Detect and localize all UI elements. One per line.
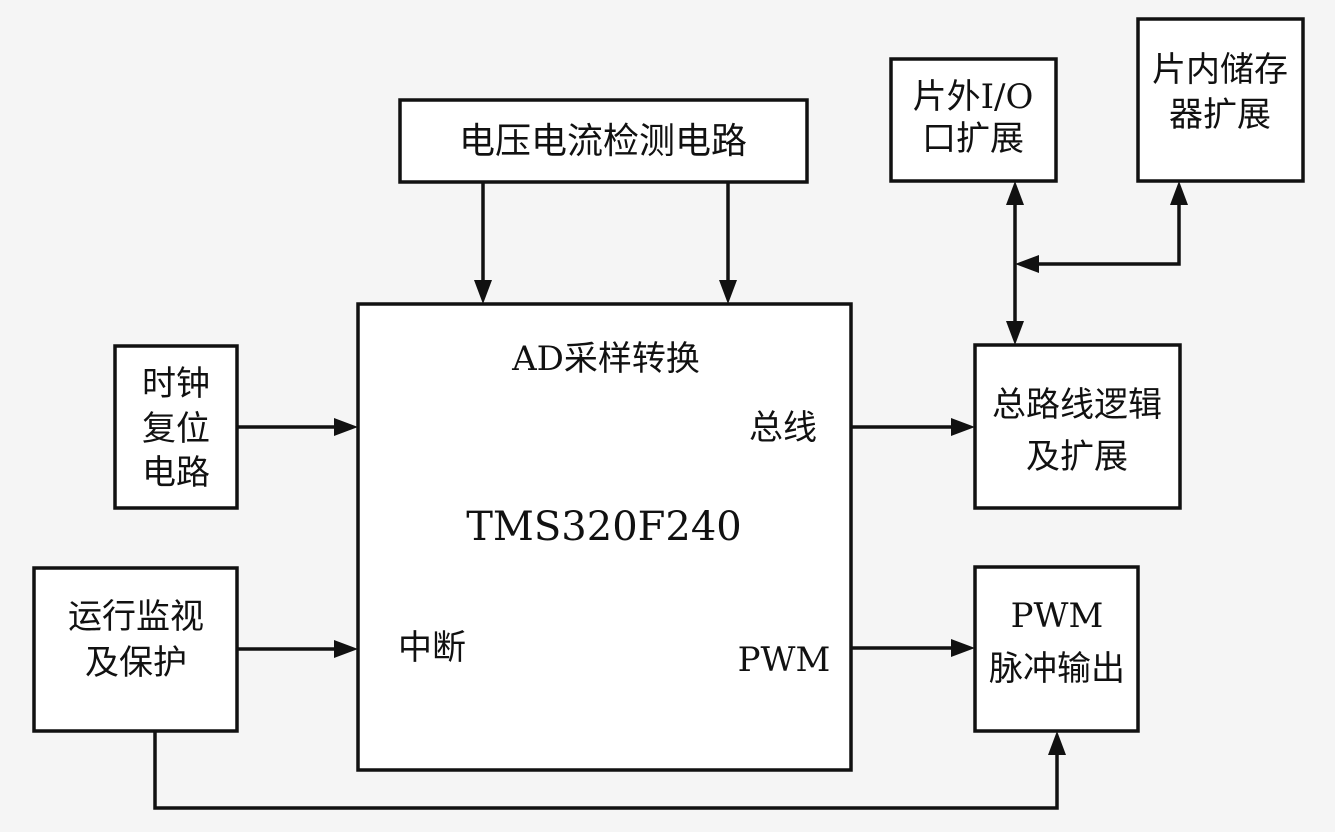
monitor-protection-label-line2: 及保护: [85, 643, 187, 683]
pwm-output-label-line1: PWM: [1011, 596, 1104, 636]
clock-reset-label-line3: 电路: [142, 453, 210, 493]
connector-monitor-to-pwm-output: [153, 731, 1066, 810]
connector-memory-branch: [1015, 181, 1188, 273]
onchip-memory-expansion-block: 片内储存 器扩展: [1136, 17, 1305, 183]
dsp-chip-block: AD采样转换 总线 TMS320F240 中断 PWM: [356, 302, 853, 772]
offchip-io-expansion-block: 片外I/O 口扩展: [889, 57, 1058, 183]
clock-reset-circuit-block: 时钟 复位 电路: [113, 344, 239, 510]
connector-detection-to-ad-left: [474, 182, 492, 304]
pwm-pulse-output-block: PWM 脉冲输出: [973, 565, 1140, 733]
onchip-memory-label-line2: 器扩展: [1169, 95, 1271, 135]
connector-detection-to-ad-right: [719, 182, 737, 304]
offchip-io-label-line2: 口扩展: [922, 119, 1024, 159]
bus-port-label: 总线: [749, 408, 817, 448]
bus-logic-label-line1: 总路线逻辑: [992, 385, 1162, 425]
connector-monitor-to-interrupt: [237, 640, 358, 658]
monitor-protection-block: 运行监视 及保护: [32, 566, 239, 733]
connector-bus-to-bus-logic: [851, 418, 975, 436]
connector-bus-logic-to-io-bidirectional: [1006, 181, 1024, 345]
pwm-output-label-line2: 脉冲输出: [989, 649, 1125, 689]
clock-reset-label-line2: 复位: [142, 409, 210, 449]
bus-logic-expansion-block: 总路线逻辑 及扩展: [973, 343, 1182, 510]
monitor-protection-label-line1: 运行监视: [68, 597, 204, 637]
interrupt-port-label: 中断: [398, 628, 466, 668]
connector-pwm-to-pulse-output: [851, 639, 975, 657]
voltage-current-detection-label: 电压电流检测电路: [459, 121, 747, 162]
bus-logic-label-line2: 及扩展: [1026, 437, 1128, 477]
voltage-current-detection-block: 电压电流检测电路: [398, 98, 809, 184]
connector-clock-to-dsp: [237, 418, 358, 436]
pwm-port-label: PWM: [738, 640, 831, 680]
ad-conversion-label: AD采样转换: [511, 339, 700, 379]
dsp-chip-name: TMS320F240: [466, 504, 742, 550]
clock-reset-label-line1: 时钟: [142, 364, 210, 404]
onchip-memory-label-line1: 片内储存: [1152, 50, 1288, 90]
offchip-io-label-line1: 片外I/O: [913, 77, 1034, 117]
